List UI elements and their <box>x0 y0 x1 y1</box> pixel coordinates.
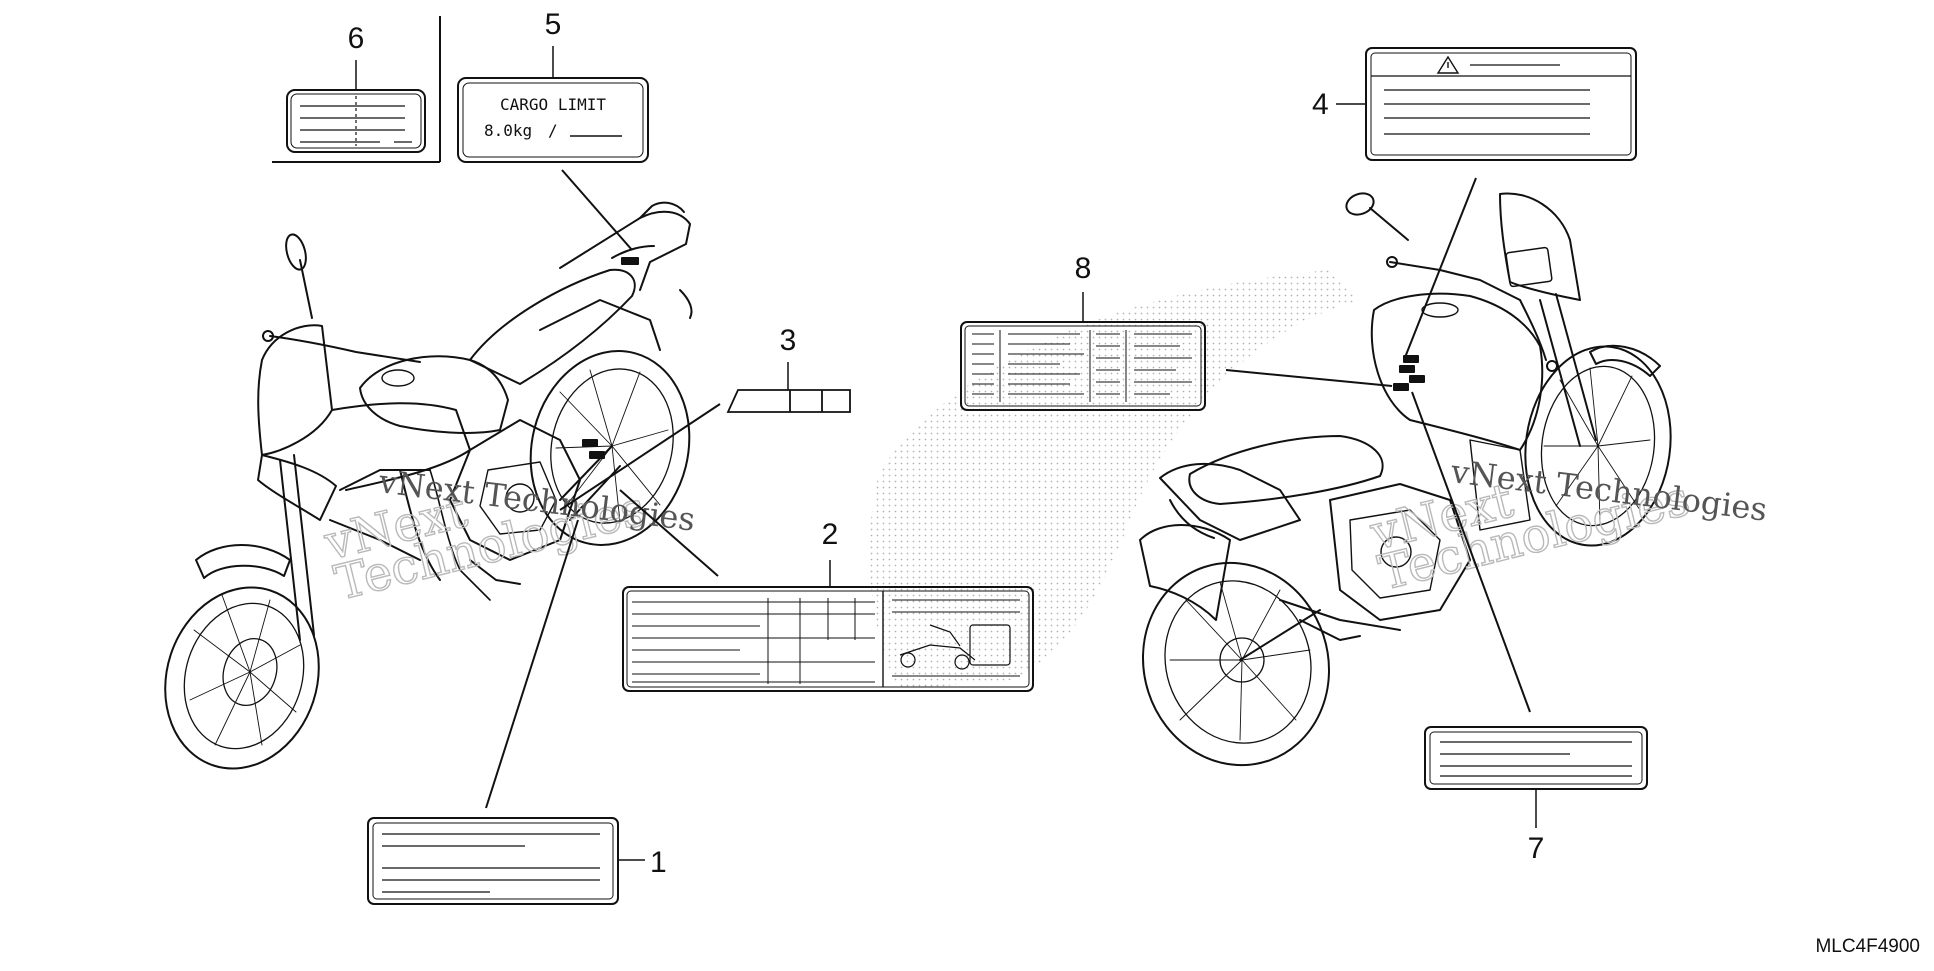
right-windscreen <box>1499 192 1581 301</box>
left-label-mark-c <box>621 257 639 265</box>
left-windscreen <box>257 324 333 456</box>
right-label-mark-a <box>1399 365 1415 373</box>
motorcycle-left-view <box>164 201 693 770</box>
callout-1: 1 <box>650 846 667 879</box>
left-fuel-tank <box>359 355 509 434</box>
left-front-disc <box>222 638 278 706</box>
watermark-right: vNext Technologies vNext Technologies <box>1364 452 1769 602</box>
left-rear-rim <box>550 368 674 524</box>
left-seat <box>469 268 636 385</box>
cargo-limit-weight: 8.0kg <box>484 121 532 140</box>
left-front-rim <box>183 602 305 750</box>
label-1 <box>367 519 645 905</box>
label-6 <box>286 60 426 153</box>
callout-2: 2 <box>822 518 839 551</box>
cargo-limit-slash: / <box>548 121 558 140</box>
label-3 <box>559 362 851 511</box>
right-label-mark-c <box>1409 375 1425 383</box>
callout-3: 3 <box>780 324 797 357</box>
label-4-warning <box>1336 47 1637 361</box>
stipple-shadow <box>869 270 1360 690</box>
right-front-spokes <box>1543 367 1651 525</box>
warning-triangle-icon <box>1436 55 1460 74</box>
left-rear-wheel <box>529 350 691 546</box>
cargo-limit-title: CARGO LIMIT <box>500 95 606 114</box>
callout-8: 8 <box>1075 252 1092 285</box>
left-front-wheel <box>164 586 320 770</box>
right-seat <box>1188 435 1384 505</box>
right-rear-rack <box>1159 462 1301 541</box>
right-front-wheel <box>1524 345 1672 547</box>
right-rear-spokes <box>1169 581 1311 741</box>
callout-7: 7 <box>1528 832 1545 865</box>
left-label-mark-a <box>582 439 598 447</box>
left-rear-rack <box>559 210 691 291</box>
right-rear-wheel <box>1141 561 1331 767</box>
right-front-rim <box>1540 365 1656 527</box>
callout-6: 6 <box>348 22 365 55</box>
label-2-pictogram <box>899 624 1011 670</box>
label-2 <box>619 489 1034 692</box>
left-label-mark-b <box>589 451 605 459</box>
right-fuel-tank <box>1370 292 1544 451</box>
label-8 <box>960 292 1393 411</box>
callout-4: 4 <box>1312 88 1329 121</box>
right-rear-rim <box>1164 580 1312 744</box>
left-front-spokes <box>189 594 301 746</box>
label-5-cargo-limit <box>457 46 649 251</box>
label-7 <box>1411 391 1648 828</box>
watermark-left: vNext Technologies vNext Technologies <box>318 462 697 612</box>
callout-5: 5 <box>545 8 562 41</box>
motorcycle-right-view <box>1139 192 1672 767</box>
partition-lines <box>272 16 441 163</box>
diagram-code: MLC4F4900 <box>1815 936 1920 957</box>
right-label-mark-d <box>1393 383 1409 391</box>
